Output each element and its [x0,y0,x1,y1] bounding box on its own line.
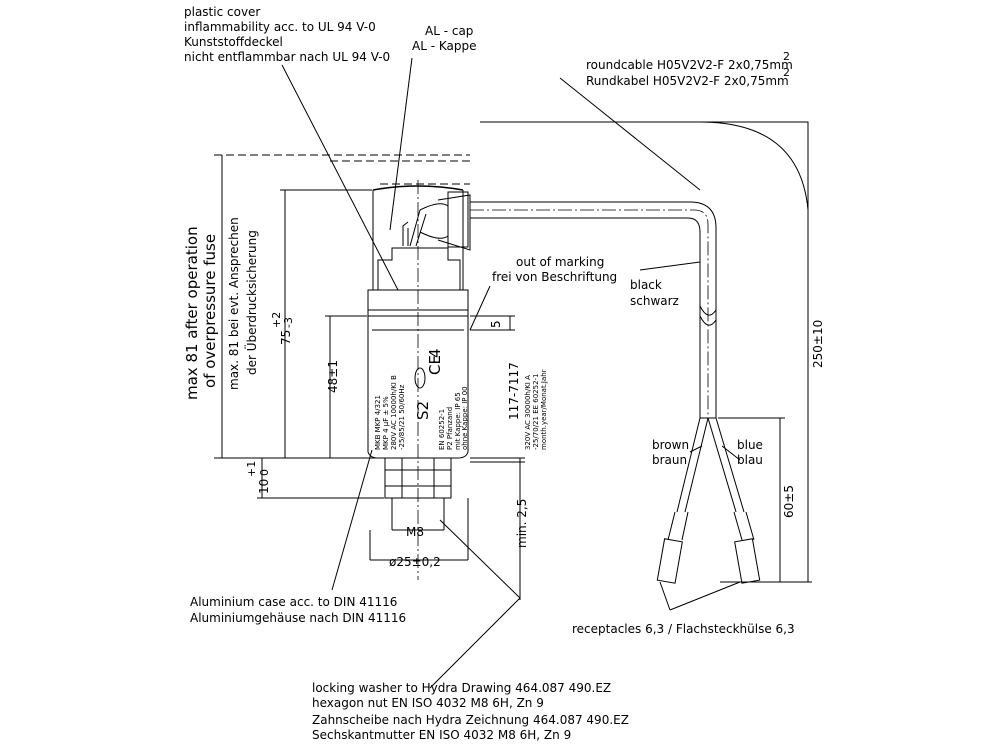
marking-line: month.year/Monat.Jahr [540,369,548,450]
overpressure-line-3: max. 81 bei evt. Ansprechen [227,217,241,390]
logo-icon [414,367,426,389]
part-number: 117-7117 [507,362,521,420]
marking-line: P2 Pfanzand [446,407,454,450]
svg-text:MKP 4 μF ± 5%: MKP 4 μF ± 5% [382,396,390,450]
dim-cable-length: 250±10 [811,320,825,368]
marking-line: 320V AC 30000h/KI A [524,375,532,450]
case-marking: MKB MKP 4/321 MKP 4 μF ± 5% 280V AC 1000… [374,348,548,450]
blue-label: blue blau [737,438,767,467]
superscript-2: 2 [783,50,790,63]
marking-value: 4 [426,348,444,358]
marking-s2: S2 [414,401,432,420]
dim-stud-tol-upper: +1 [245,461,258,477]
receptacle-right [734,538,761,584]
dim-stud: 10 [257,479,271,494]
dimension-texts: 75 +2 -3 48±1 10 +1 0 min. 2,5 M8 ø25±0,… [245,312,825,569]
marking-line: ohne Kappe: IP 00 [461,386,469,450]
svg-text:-25/85/21 50/60Hz: -25/85/21 50/60Hz [398,384,406,450]
dim-diameter: ø25±0,2 [389,555,441,569]
threaded-stud [384,180,452,580]
svg-text:-25/70/21 EE 60252-1: -25/70/21 EE 60252-1 [532,373,540,450]
plastic-cover-label: plastic cover inflammability acc. to UL … [184,5,390,64]
dim-marking-gap: 5 [489,320,503,328]
dimension-lines [214,121,812,600]
svg-text:P2 Pfanzand: P2 Pfanzand [446,407,454,450]
marking-line: 280V AC 10000h/KI B [390,375,398,450]
dim-min: min. 2,5 [515,499,529,548]
receptacle-left [656,538,683,584]
dim-lead-length: 60±5 [782,485,796,518]
leader-lines [281,57,741,689]
svg-text:320V AC 30000h/KI A: 320V AC 30000h/KI A [524,375,532,450]
receptacles-label: receptacles 6,3 / Flachsteckhülse 6,3 [572,622,795,636]
marking-line: -25/70/21 EE 60252-1 [532,373,540,450]
marking-line: -25/85/21 50/60Hz [398,384,406,450]
roundcable-label: roundcable H05V2V2-F 2x0,75mm Rundkabel … [586,58,797,88]
dim-thread: M8 [406,525,424,539]
marking-line: EN 60252-1 [438,409,446,450]
marking-line: MKP 4 μF ± 5% [382,396,390,450]
dim-height-total: 75 [279,330,293,345]
dim-stud-tol-lower: 0 [258,469,271,476]
dim-height-body: 48±1 [326,360,340,393]
black-label: black schwarz [630,278,679,308]
marking-line: MKB MKP 4/321 [374,395,382,450]
overpressure-line-1: max 81 after operation [183,226,201,400]
locking-washer-label: locking washer to Hydra Drawing 464.087 … [312,681,633,742]
out-of-marking-label: out of marking frei von Beschriftung [492,255,617,284]
marking-line: mit Kappe: IP 65 [454,392,462,450]
svg-text:month.year/Monat.Jahr: month.year/Monat.Jahr [540,369,548,450]
annotation-labels: plastic cover inflammability acc. to UL … [183,5,797,742]
dim-height-total-tol: +2 [270,312,283,328]
aluminium-case-label: Aluminium case acc. to DIN 41116 Alumini… [190,595,406,625]
overpressure-line-4: der Überdrucksicherung [243,230,259,375]
svg-text:mit Kappe: IP 65: mit Kappe: IP 65 [454,392,462,450]
dim-height-total-tol2: -3 [282,317,295,328]
svg-text:EN 60252-1: EN 60252-1 [438,409,446,450]
svg-text:280V AC 10000h/KI B: 280V AC 10000h/KI B [390,375,398,450]
overpressure-line-2: of overpressure fuse [201,234,219,388]
ce-mark: CE [426,355,444,375]
brown-label: brown braun [652,438,693,467]
svg-text:ohne Kappe: IP 00: ohne Kappe: IP 00 [461,386,469,450]
al-cap-label: AL - cap AL - Kappe [412,24,477,53]
svg-text:MKB MKP 4/321: MKB MKP 4/321 [374,395,382,450]
superscript-2: 2 [783,66,790,79]
